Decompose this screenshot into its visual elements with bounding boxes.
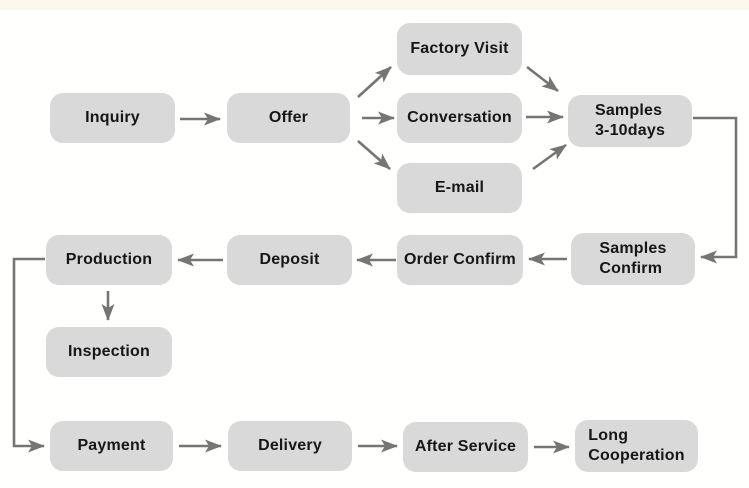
node-samples-confirm-line1: Samples xyxy=(599,240,667,257)
node-factory-visit-label: Factory Visit xyxy=(410,40,509,57)
arrow-email-to-samples xyxy=(532,143,567,171)
node-email-label: E-mail xyxy=(434,179,485,196)
node-production-label: Production xyxy=(65,251,153,268)
node-factory-visit: Factory Visit xyxy=(397,23,522,75)
arrow-samples-to-samples-confirm xyxy=(693,116,738,264)
node-long-cooperation-line1: Long xyxy=(588,427,629,444)
node-production: Production xyxy=(46,235,172,285)
node-samples-3-10days: Samples 3-10days xyxy=(568,95,692,147)
arrow-offer-to-factory-visit xyxy=(357,66,392,98)
node-deposit: Deposit xyxy=(227,235,352,285)
node-conversation-label: Conversation xyxy=(407,109,512,126)
node-payment: Payment xyxy=(50,421,173,471)
node-after-service-label: After Service xyxy=(414,438,517,455)
node-email: E-mail xyxy=(397,163,522,213)
node-samples-confirm: Samples Confirm xyxy=(571,233,695,285)
node-long-cooperation: Long Cooperation xyxy=(575,420,698,472)
node-inspection: Inspection xyxy=(46,327,172,377)
node-samples-3-10days-line2: 3-10days xyxy=(594,122,666,139)
node-inquiry-label: Inquiry xyxy=(85,109,140,126)
arrow-production-to-payment xyxy=(12,257,45,453)
arrow-offer-to-email xyxy=(357,140,391,170)
node-samples-3-10days-line1: Samples xyxy=(594,102,663,119)
node-offer-label: Offer xyxy=(268,109,309,126)
node-inquiry: Inquiry xyxy=(50,93,175,143)
arrow-factory-visit-to-samples xyxy=(526,65,559,93)
node-order-confirm: Order Confirm xyxy=(397,235,523,285)
node-inspection-label: Inspection xyxy=(67,343,150,360)
node-deposit-label: Deposit xyxy=(259,251,320,268)
node-long-cooperation-line2: Cooperation xyxy=(588,447,685,464)
node-order-confirm-label: Order Confirm xyxy=(404,251,516,268)
node-after-service: After Service xyxy=(403,422,528,472)
node-conversation: Conversation xyxy=(397,93,522,143)
node-offer: Offer xyxy=(227,93,350,143)
node-payment-label: Payment xyxy=(77,437,146,454)
node-delivery-label: Delivery xyxy=(258,437,322,454)
node-delivery: Delivery xyxy=(228,421,352,471)
top-strip xyxy=(0,0,749,10)
node-samples-confirm-line2: Confirm xyxy=(599,260,663,277)
